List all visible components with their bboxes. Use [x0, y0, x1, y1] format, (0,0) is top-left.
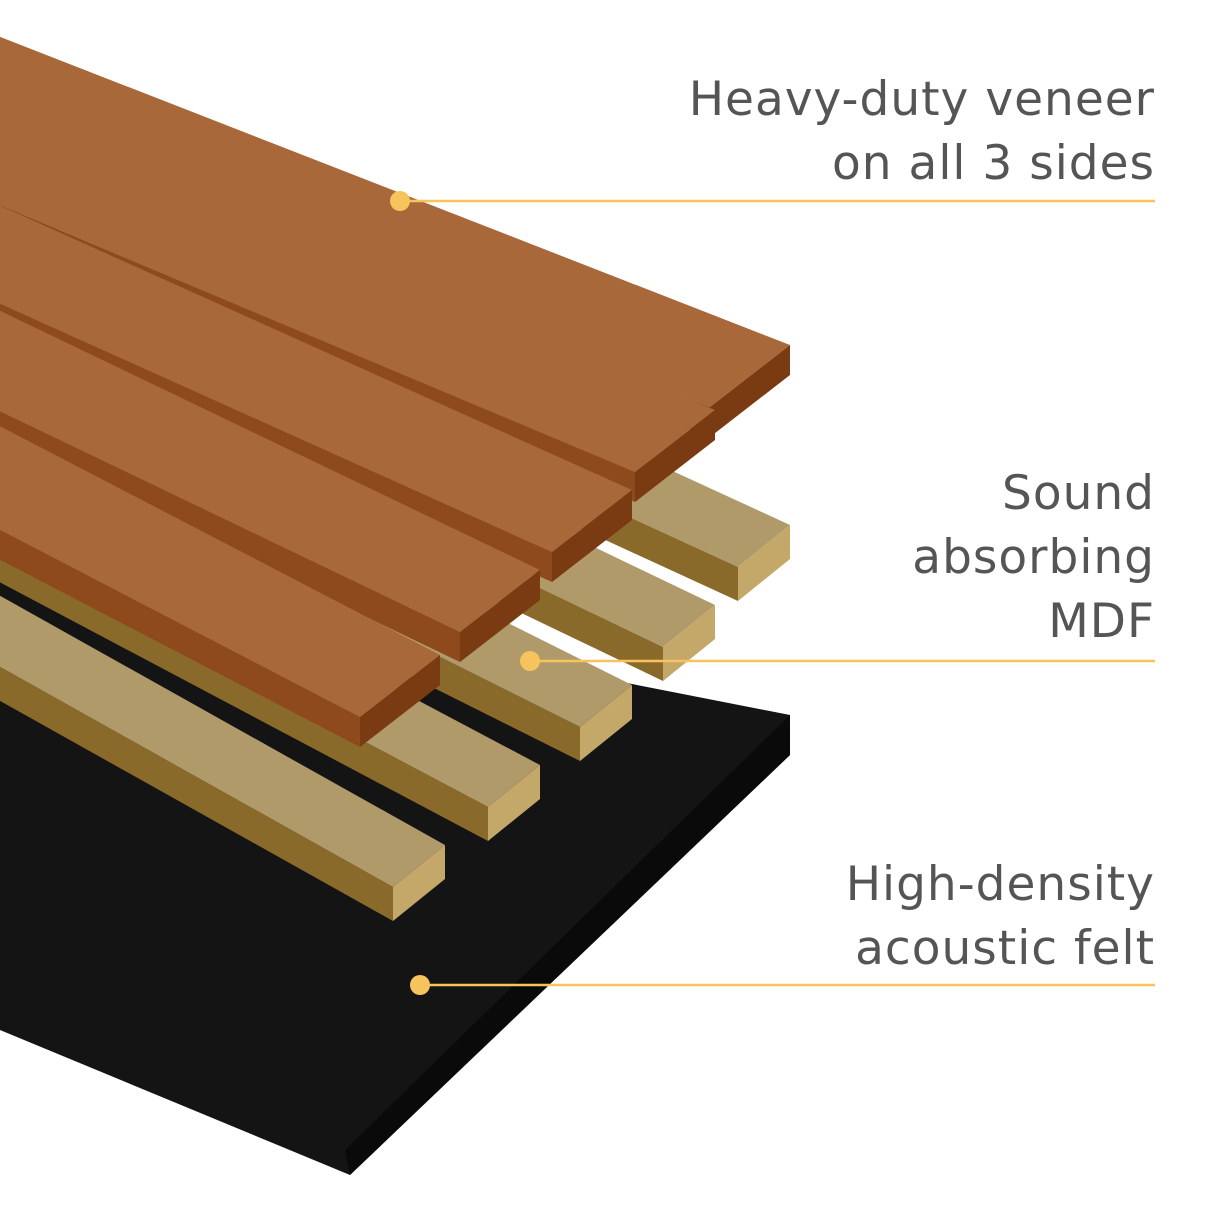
veneer-slat-5-side-face [0, 529, 360, 747]
mdf-slat-5-side-face [0, 666, 393, 921]
veneer-slat-5-end-face [360, 655, 440, 747]
mdf-callout-dot [520, 651, 540, 671]
veneer-label: Heavy-duty veneer on all 3 sides [689, 68, 1155, 196]
felt-label-line-2: acoustic felt [855, 921, 1155, 976]
mdf-label: Sound absorbing MDF [912, 462, 1155, 654]
veneer-label-line-2: on all 3 sides [832, 136, 1155, 191]
mdf-slat-1-end-face [738, 525, 790, 601]
mdf-label-line-2: absorbing [912, 530, 1155, 585]
felt-label: High-density acoustic felt [846, 853, 1155, 981]
veneer-slat-4-end-face [460, 570, 540, 662]
veneer-slat-4-side-face [0, 411, 460, 662]
callout-lines [390, 191, 1155, 995]
veneer-slat-4-top-face [0, 310, 540, 632]
veneer-slat-3-end-face [552, 490, 632, 582]
veneer-slat-2-top-face [0, 109, 715, 472]
mdf-slat-5-top-face [0, 595, 445, 887]
veneer-slat-2-end-face [635, 410, 715, 502]
mdf-label-line-1: Sound [1002, 466, 1155, 521]
veneer-slat-3-top-face [0, 205, 632, 552]
mdf-slat-5-end-face [393, 845, 445, 921]
veneer-label-line-1: Heavy-duty veneer [688, 72, 1155, 127]
veneer-slat-1-end-face [710, 345, 790, 437]
felt-edge-face [345, 715, 790, 1175]
veneer-slat-1-top-face [0, 36, 790, 407]
mdf-label-line-3: MDF [1048, 594, 1155, 649]
mdf-slat-3-end-face [580, 685, 632, 761]
veneer-slat-5-top-face [0, 426, 440, 717]
mdf-slat-4-end-face [488, 765, 540, 841]
veneer-slats-layer [0, 36, 790, 747]
felt-label-line-1: High-density [845, 857, 1155, 912]
felt-callout-dot [410, 975, 430, 995]
veneer-callout-dot [390, 191, 410, 211]
